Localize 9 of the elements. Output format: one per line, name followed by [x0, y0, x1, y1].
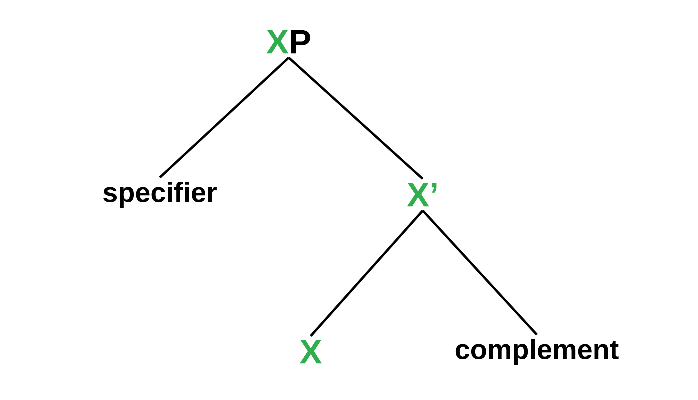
tree-branch	[288, 56, 424, 180]
word-label: specifier	[104, 182, 217, 208]
category-label: XP	[266, 30, 310, 54]
category-label: X	[300, 340, 322, 364]
category-label: X’	[407, 183, 437, 207]
tree-branch	[159, 56, 290, 179]
word-label: complement	[456, 339, 619, 365]
tree-branch	[422, 210, 538, 336]
tree-branch	[310, 210, 424, 337]
